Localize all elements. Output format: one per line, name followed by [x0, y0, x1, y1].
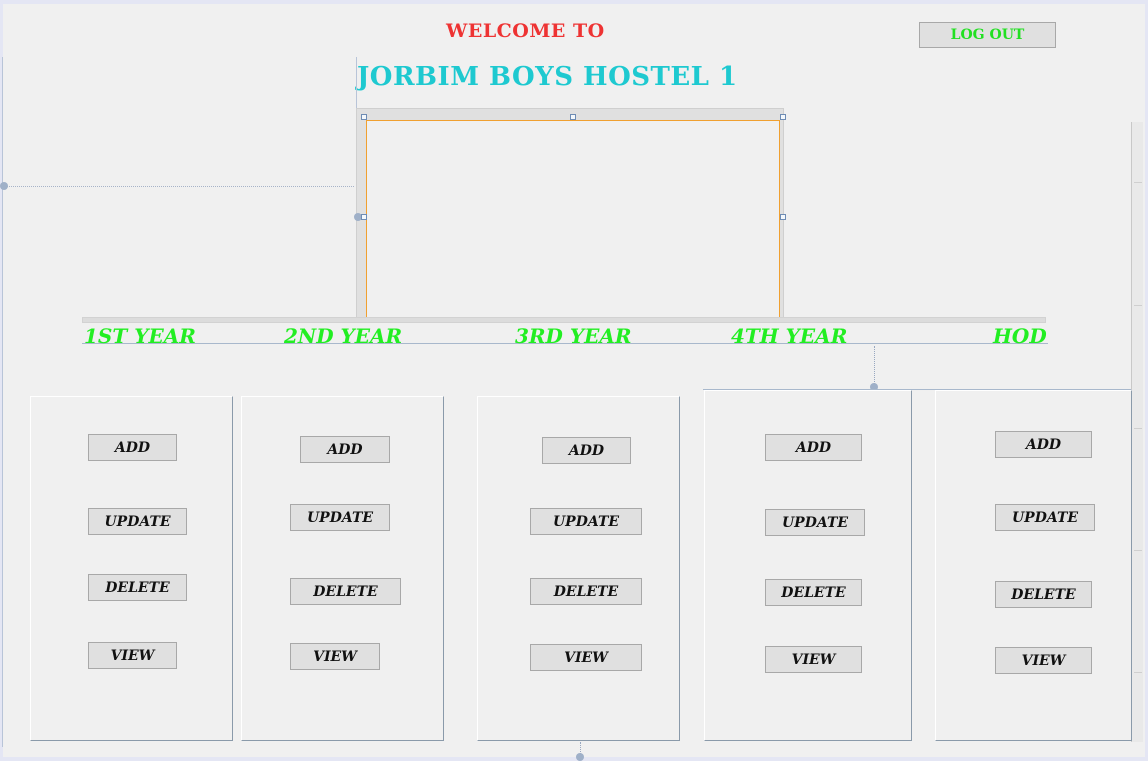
rail-marker — [1134, 428, 1142, 429]
update-button[interactable]: UPDATE — [290, 504, 390, 531]
window-frame-bottom — [0, 757, 1148, 761]
update-button[interactable]: UPDATE — [530, 508, 642, 535]
alignment-guide — [874, 346, 876, 386]
add-button[interactable]: ADD — [300, 436, 390, 463]
anchor-dot — [354, 213, 362, 221]
delete-button[interactable]: DELETE — [995, 581, 1092, 608]
resize-handle-top-left[interactable] — [361, 114, 367, 120]
logout-button[interactable]: LOG OUT — [919, 22, 1056, 48]
welcome-label: WELCOME TO — [446, 20, 605, 42]
anchor-dot — [576, 753, 584, 761]
view-button[interactable]: VIEW — [530, 644, 642, 671]
category-4th-year: 4TH YEAR — [731, 324, 848, 348]
category-1st-year: 1ST YEAR — [84, 324, 196, 348]
delete-button[interactable]: DELETE — [88, 574, 187, 601]
rail-marker — [1134, 672, 1142, 673]
delete-button[interactable]: DELETE — [765, 579, 862, 606]
alignment-guide — [580, 742, 582, 754]
update-button[interactable]: UPDATE — [765, 509, 865, 536]
window-frame-top — [0, 0, 1148, 4]
view-button[interactable]: VIEW — [290, 643, 380, 670]
category-3rd-year: 3RD YEAR — [515, 324, 632, 348]
window-frame-right — [1145, 0, 1148, 761]
resize-handle-top[interactable] — [570, 114, 576, 120]
left-guide-line — [2, 57, 3, 747]
rail-marker — [1134, 182, 1142, 183]
resize-handle-right[interactable] — [780, 214, 786, 220]
category-2nd-year: 2ND YEAR — [284, 324, 403, 348]
category-hod: HOD — [993, 324, 1047, 348]
delete-button[interactable]: DELETE — [290, 578, 401, 605]
rail-marker — [1134, 550, 1142, 551]
resize-handle-left[interactable] — [361, 214, 367, 220]
panel-guide-line — [703, 389, 1133, 390]
add-button[interactable]: ADD — [765, 434, 862, 461]
rail-marker — [1134, 305, 1142, 306]
update-button[interactable]: UPDATE — [88, 508, 187, 535]
add-button[interactable]: ADD — [995, 431, 1092, 458]
add-button[interactable]: ADD — [542, 437, 631, 464]
view-button[interactable]: VIEW — [88, 642, 177, 669]
update-button[interactable]: UPDATE — [995, 504, 1095, 531]
delete-button[interactable]: DELETE — [530, 578, 642, 605]
resize-handle-top-right[interactable] — [780, 114, 786, 120]
hostel-title: JORBIM BOYS HOSTEL 1 — [357, 62, 738, 92]
add-button[interactable]: ADD — [88, 434, 177, 461]
view-button[interactable]: VIEW — [765, 646, 862, 673]
window-frame-left — [0, 0, 3, 761]
anchor-dot — [0, 182, 8, 190]
category-bar — [82, 317, 1046, 323]
view-button[interactable]: VIEW — [995, 647, 1092, 674]
right-scroll-rail[interactable] — [1131, 122, 1143, 742]
alignment-guide — [4, 186, 354, 187]
category-underline — [82, 343, 1048, 344]
anchor-dot — [870, 383, 878, 391]
image-placeholder[interactable] — [366, 120, 780, 318]
